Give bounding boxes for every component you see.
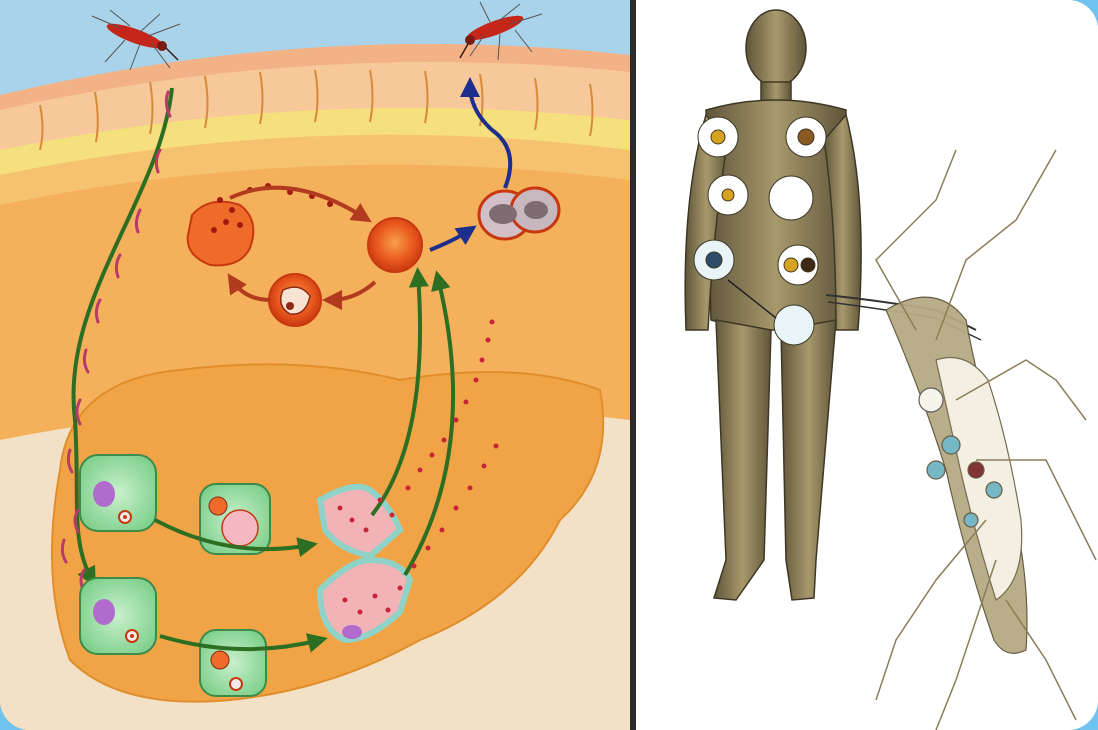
healthy-rbc [368, 218, 422, 272]
hepatocyte-1 [80, 455, 156, 531]
callout-4 [769, 176, 813, 220]
malaria-cycle-illustration [0, 0, 630, 730]
malaria-cycle-panel [0, 0, 630, 730]
hepatocyte-2 [80, 578, 156, 654]
head [746, 10, 806, 86]
ruptured-rbc [188, 202, 254, 266]
human-mosquito-illustration [636, 0, 1098, 730]
callout-7 [774, 305, 814, 345]
anatomy-panel [636, 0, 1098, 730]
